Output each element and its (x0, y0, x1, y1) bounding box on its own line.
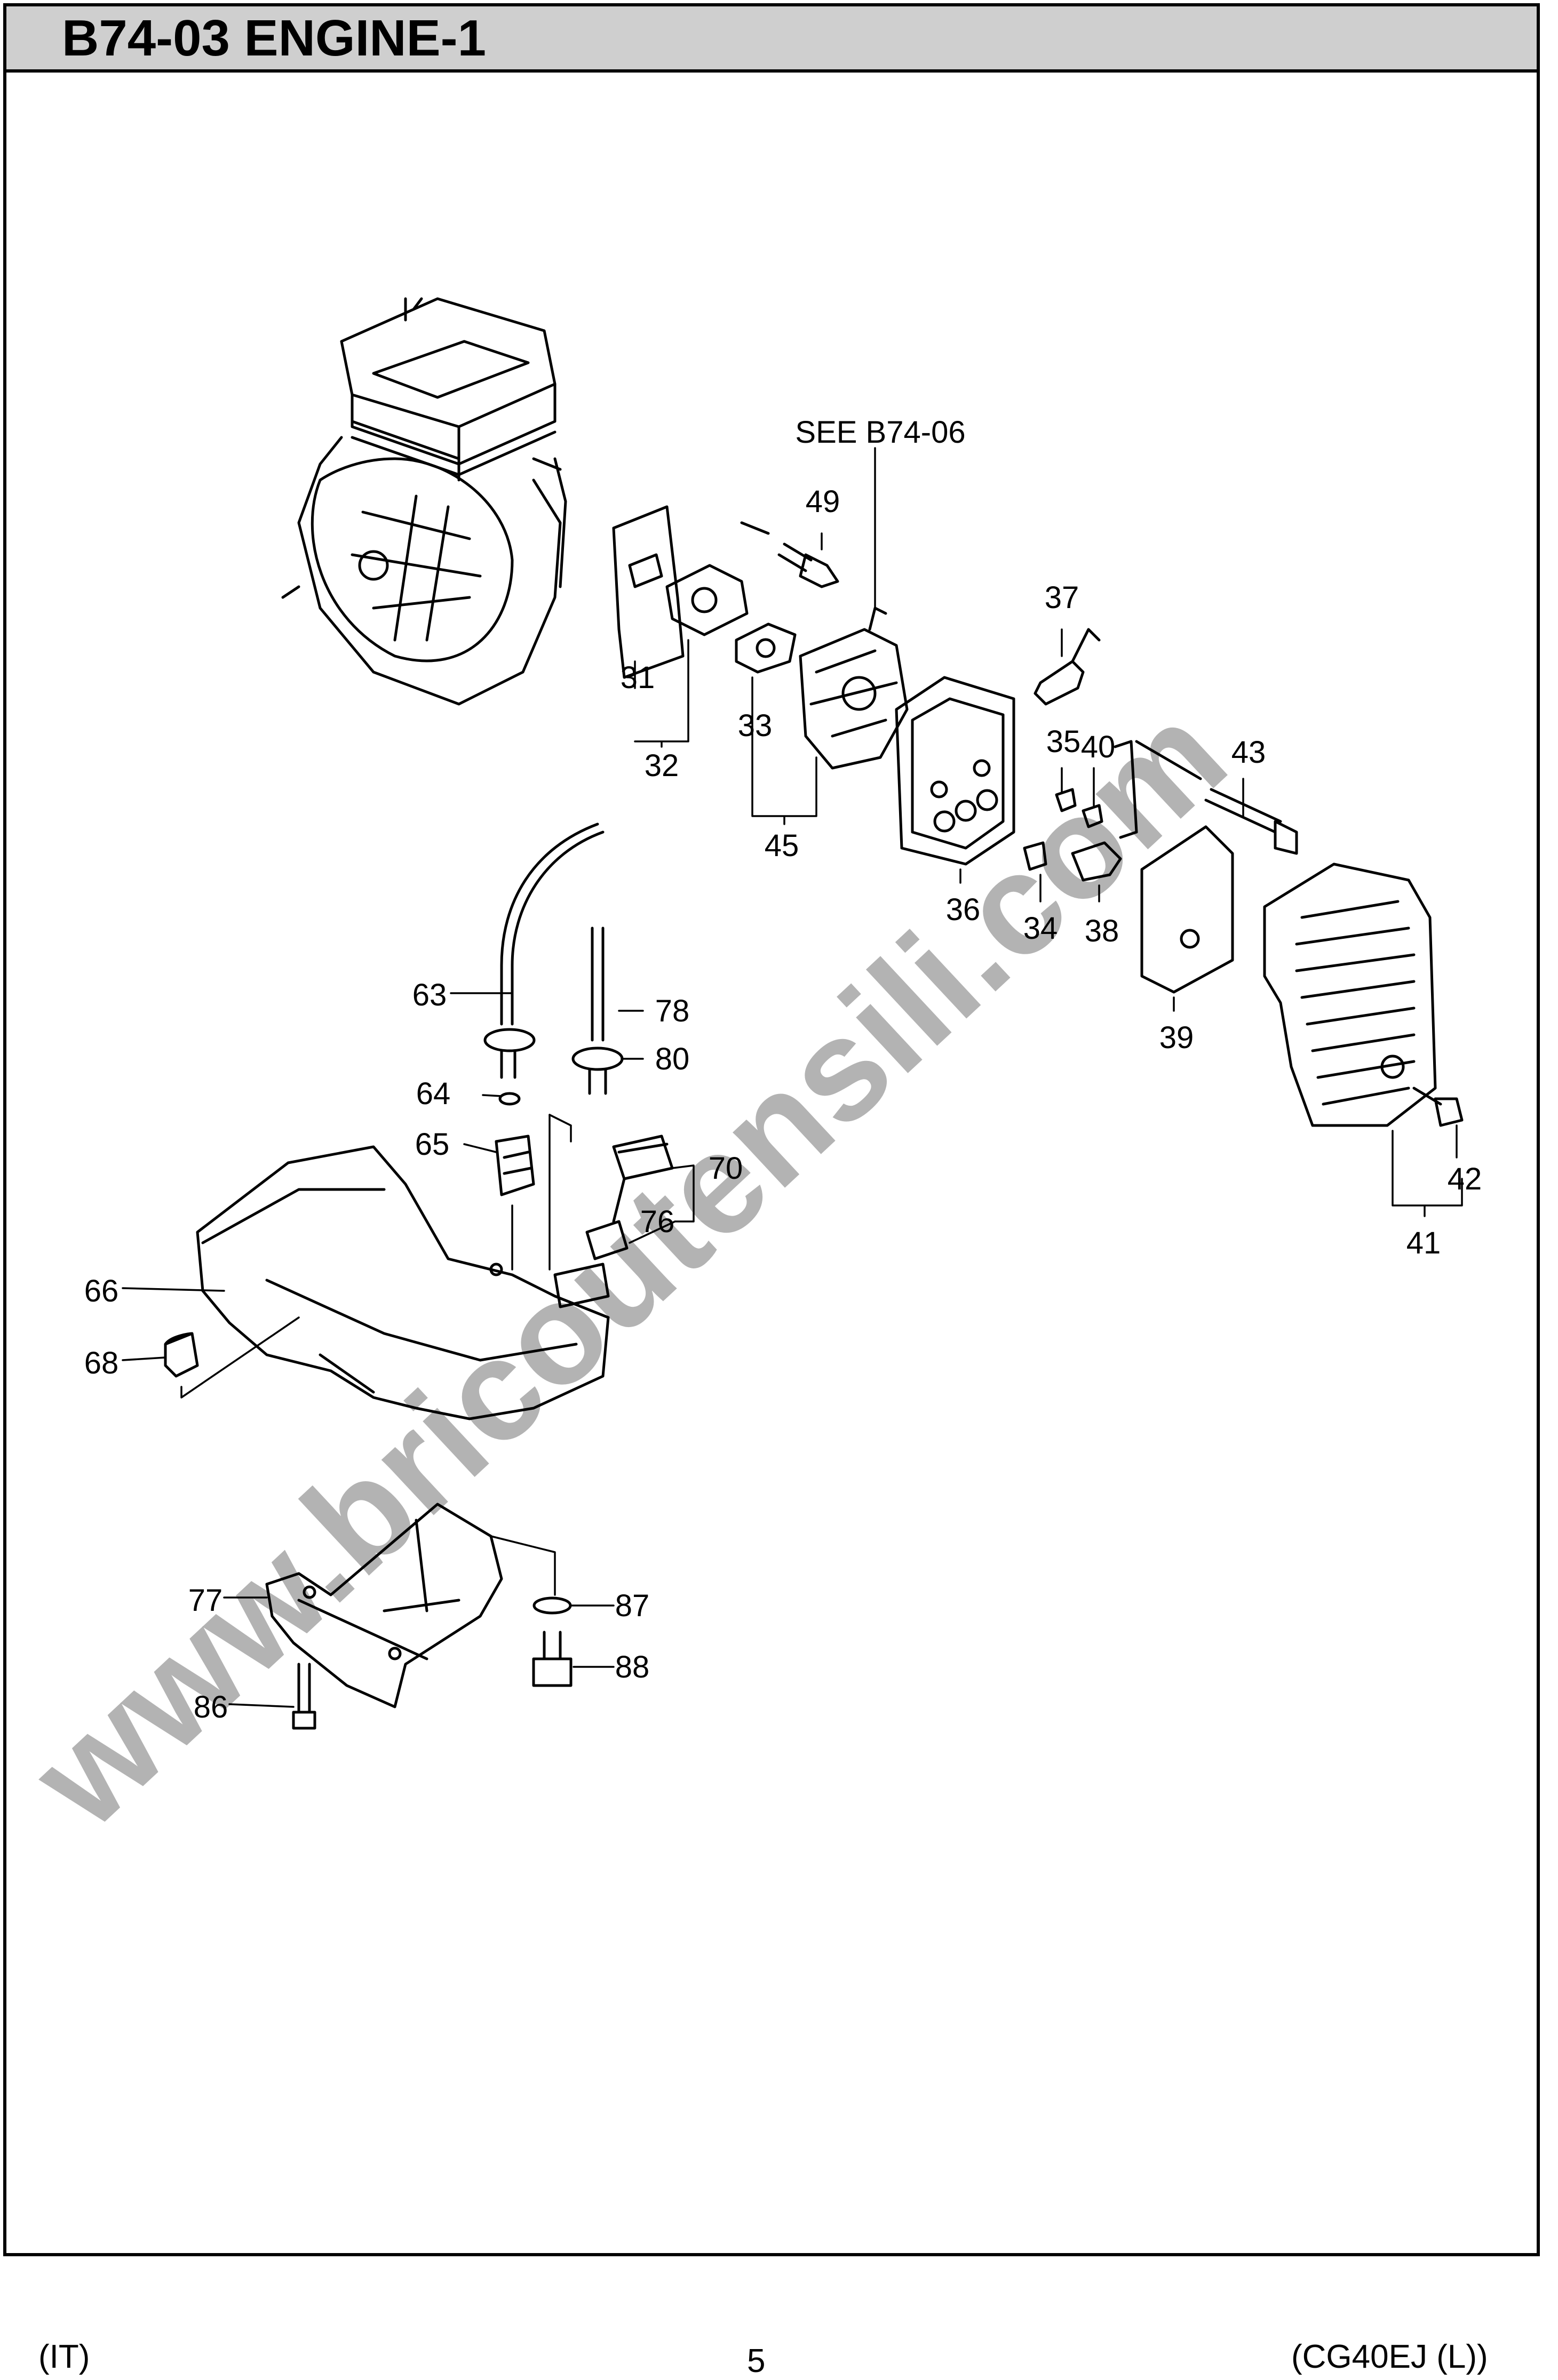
footer-model-code: (CG40EJ (L)) (1291, 2338, 1488, 2375)
bolt-76-drawing (292, 1663, 316, 1730)
header-bar: B74-03 ENGINE-1 (6, 6, 1537, 73)
fuel-hose-63-drawing (500, 822, 605, 967)
callout-66: 66 (84, 1274, 119, 1308)
callout-35: 35 (1046, 724, 1081, 759)
screw-42-drawing (1412, 1087, 1464, 1127)
grommet-63-drawing (483, 1028, 536, 1052)
callout-78: 78 (655, 994, 690, 1028)
clip-64-drawing (498, 1092, 521, 1106)
callout-86: 76 (640, 1204, 675, 1239)
exploded-parts-diagram: www.bricoutensili.com (1, 297, 1482, 1859)
grommet-80-drawing (571, 1047, 624, 1071)
insulator-32-drawing (665, 564, 749, 636)
callout-76: 86 (194, 1690, 228, 1724)
engine-block-drawing (281, 297, 567, 706)
callout-31: 31 (621, 660, 655, 695)
tank-bracket-77-drawing (265, 1503, 503, 1708)
cap-strap-86-drawing (585, 1177, 629, 1260)
see-reference-label: SEE B74-06 (795, 415, 965, 450)
callout-41: 41 (1406, 1226, 1441, 1260)
callout-40: 40 (1081, 730, 1116, 764)
nut-34-drawing (1023, 841, 1047, 871)
callout-38: 38 (1085, 914, 1119, 948)
bolt-43-drawing (1204, 788, 1298, 855)
gasket-31-drawing (612, 505, 685, 679)
air-cleaner-case-36-drawing (895, 676, 1015, 866)
gasket-33-drawing (735, 622, 797, 674)
leader-lines (122, 447, 1463, 1708)
bracket-37-drawing (1034, 628, 1101, 706)
cushion-68-drawing (164, 1332, 199, 1378)
callout-77: 77 (188, 1583, 223, 1618)
callout-70: 70 (709, 1151, 743, 1186)
callout-34: 34 (1023, 911, 1058, 946)
callout-43: 43 (1231, 735, 1266, 770)
callout-68: 68 (84, 1346, 119, 1380)
callout-49: 49 (806, 484, 840, 519)
callout-45: 45 (765, 828, 799, 863)
bolt-49-drawing (777, 542, 839, 588)
page-frame: B74-03 ENGINE-1 (3, 3, 1540, 2256)
fuel-tank-66-drawing (196, 1145, 610, 1420)
fuel-filter-65-drawing (495, 1135, 535, 1196)
callout-42: 42 (1448, 1162, 1482, 1196)
callout-63: 63 (412, 978, 447, 1012)
nut-35-drawing (1055, 788, 1077, 812)
callout-64: 64 (416, 1076, 451, 1111)
page-title: B74-03 ENGINE-1 (62, 10, 486, 67)
cleaner-cover-41-drawing (1263, 862, 1437, 1127)
callout-80: 80 (655, 1042, 690, 1076)
footer-region-code: (IT) (38, 2338, 90, 2375)
callout-87: 87 (615, 1588, 650, 1623)
footer-page-number: 5 (747, 2343, 766, 2379)
callout-39: 39 (1159, 1020, 1194, 1055)
bolt-88-drawing (532, 1631, 573, 1687)
plate-38-drawing (1071, 841, 1122, 882)
clip-40-drawing (1082, 804, 1103, 828)
callout-88: 88 (615, 1650, 650, 1684)
callout-65: 65 (415, 1127, 450, 1162)
callout-32: 32 (645, 748, 679, 783)
element-39-drawing (1140, 825, 1234, 994)
fuel-pipe-78-drawing (591, 927, 605, 1042)
carburetor-45-drawing (799, 628, 909, 770)
callout-36: 36 (946, 892, 981, 927)
callout-33: 33 (738, 708, 773, 743)
washer-87-drawing (532, 1596, 572, 1615)
callout-37: 37 (1045, 580, 1079, 615)
